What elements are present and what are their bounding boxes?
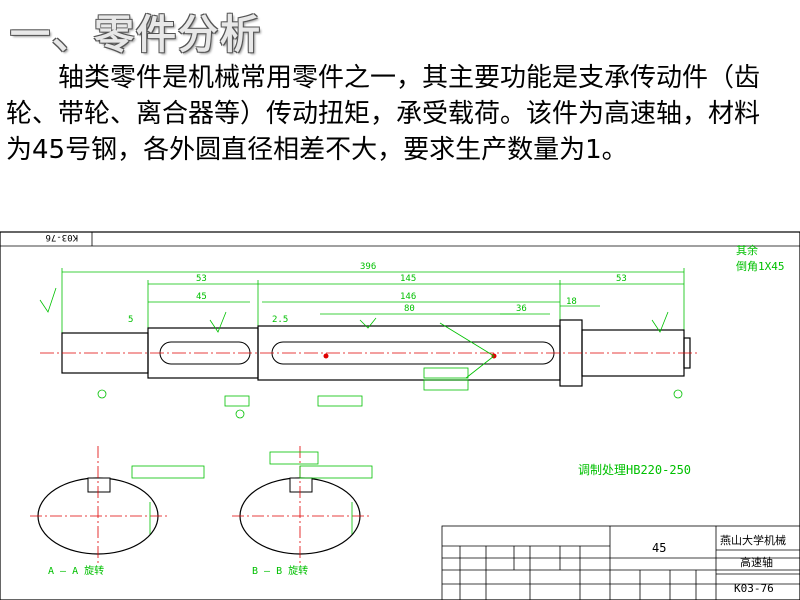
engineering-drawing: K03-76 其余 倒角1X45 396 53 45 145 146 80 36… — [0, 231, 800, 600]
dim-right-key: 36 — [516, 304, 527, 314]
heat-treatment-note: 调制处理HB220-250 — [578, 463, 691, 477]
dim-left: 53 — [196, 274, 207, 284]
title-block-part-name: 高速轴 — [740, 555, 773, 569]
title-block-material: 45 — [652, 541, 666, 555]
title-block-drawing-no: K03-76 — [734, 582, 774, 595]
dim-left-inner: 45 — [196, 292, 207, 302]
section-b-b: B — B 旋转 — [232, 446, 373, 577]
slide-title: 一、零件分析 — [10, 12, 262, 58]
title-block-school: 燕山大学机械 — [720, 533, 786, 547]
dim-small: 2.5 — [272, 315, 288, 325]
paragraph-text: 轴类零件是机械常用零件之一，其主要功能是支承传动件（齿轮、带轮、离合器等）传动扭… — [6, 63, 761, 165]
corner-code: K03-76 — [45, 232, 78, 242]
dim-mid-inner: 146 — [400, 292, 416, 302]
slide-paragraph: 轴类零件是机械常用零件之一，其主要功能是支承传动件（齿轮、带轮、离合器等）传动扭… — [6, 60, 776, 168]
dim-mid: 145 — [400, 274, 416, 284]
dim-right: 53 — [616, 274, 627, 284]
dim-collar: 18 — [566, 297, 577, 307]
title-block — [441, 525, 800, 600]
section-a-label: A — A 旋转 — [48, 564, 104, 577]
section-a-a: A — A 旋转 — [30, 446, 205, 577]
note-rest: 其余 — [736, 243, 758, 257]
dim-overall: 396 — [360, 262, 376, 272]
note-chamfer: 倒角1X45 — [736, 260, 785, 273]
dim-five: 5 — [128, 315, 133, 325]
section-b-label: B — B 旋转 — [252, 564, 308, 577]
dim-key-len: 80 — [404, 304, 415, 314]
